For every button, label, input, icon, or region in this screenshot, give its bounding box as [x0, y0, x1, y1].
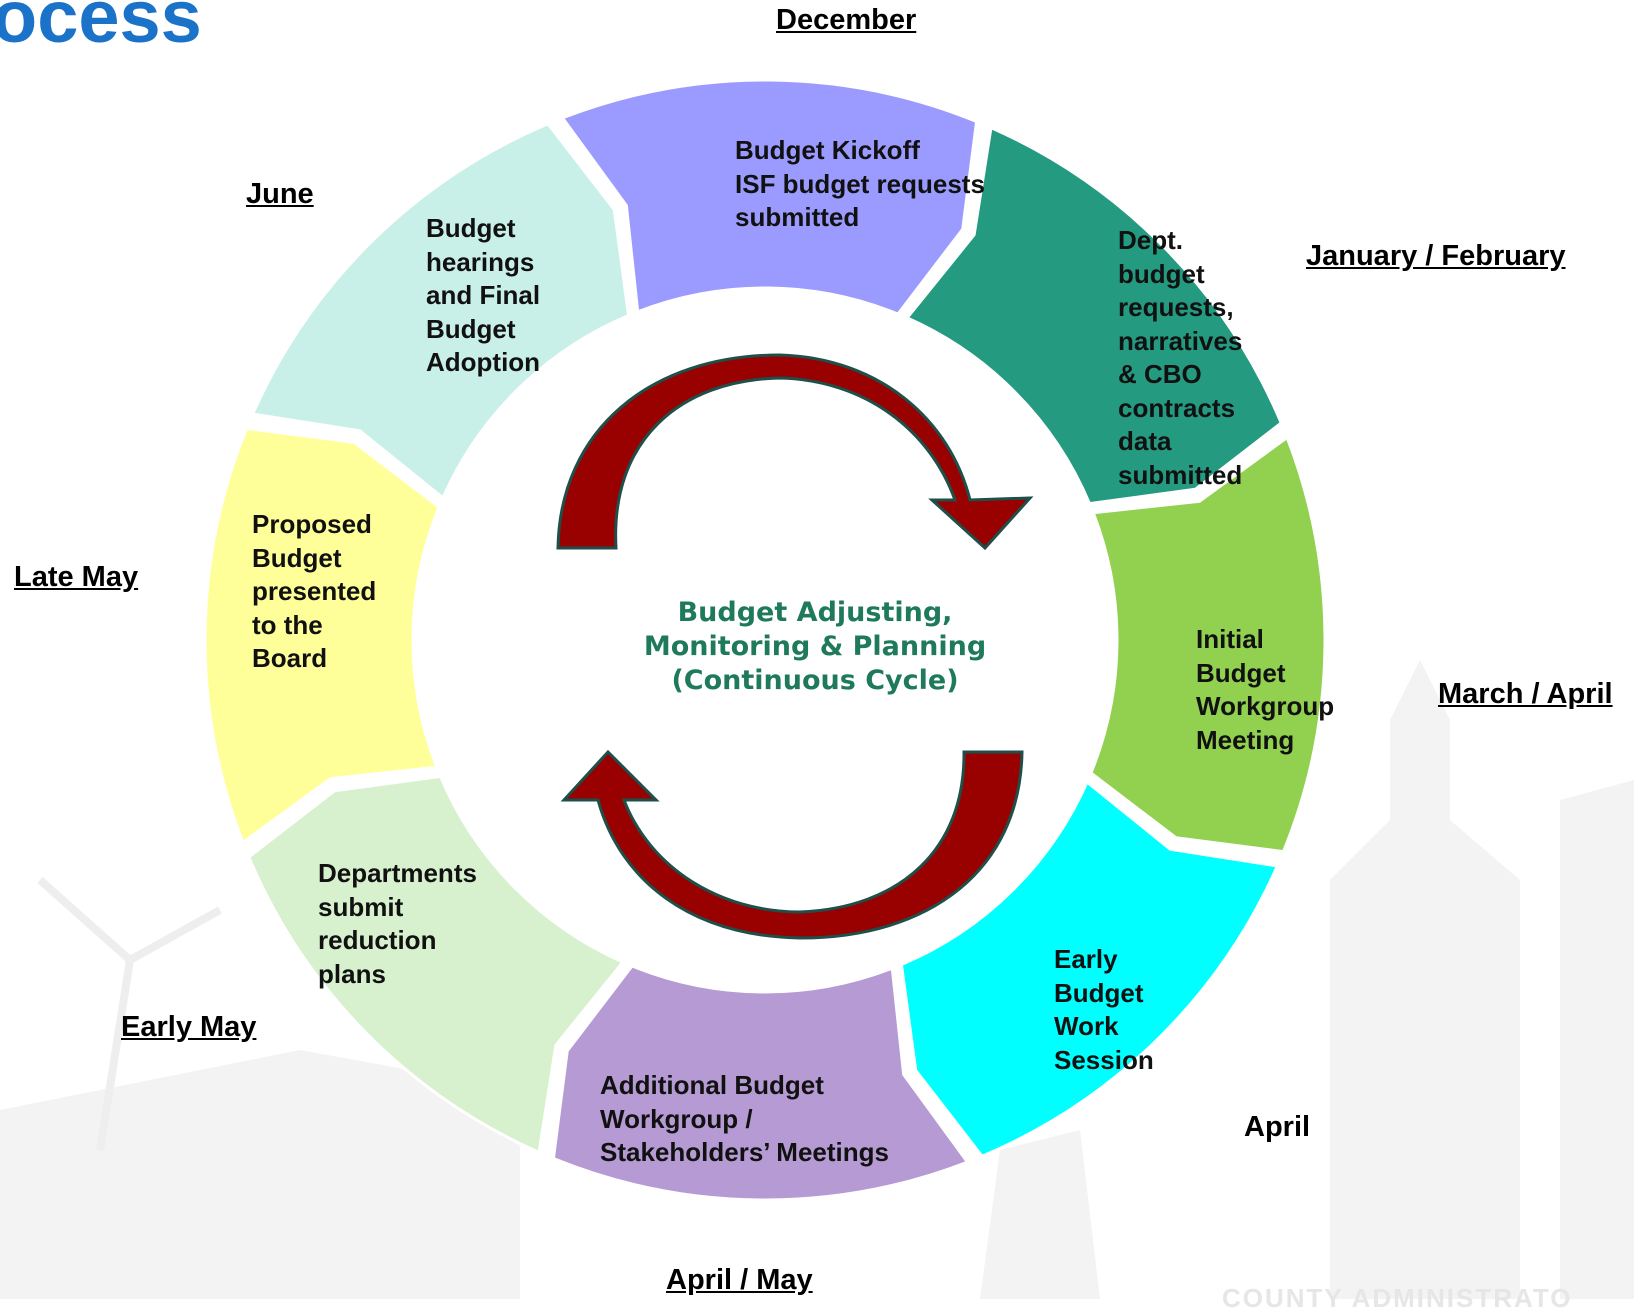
center-label-line-1: Budget Adjusting, — [677, 597, 953, 628]
month-label-early-work-session: April — [1244, 1111, 1311, 1143]
segment-text-additional-workgroup: Additional Budget Workgroup / Stakeholde… — [600, 1070, 889, 1167]
center-label-line-2: Monitoring & Planning — [643, 631, 987, 662]
month-label-dept-requests: January / February — [1306, 240, 1566, 272]
segment-budget-kickoff — [560, 78, 979, 316]
page-title: ocess — [0, 0, 202, 58]
segment-text-budget-hearings: Budget hearings and Final Budget Adoptio… — [426, 213, 541, 377]
segment-budget-hearings — [250, 121, 631, 501]
center-label-line-3: (Continuous Cycle) — [671, 665, 959, 696]
month-label-reduction-plans: Early May — [121, 1011, 257, 1043]
segment-text-proposed-budget: Proposed Budget presented to the Board — [252, 509, 377, 673]
month-label-budget-hearings: June — [246, 178, 314, 210]
center-label: Budget Adjusting, Monitoring & Planning … — [600, 596, 1030, 698]
segment-additional-workgroup — [551, 964, 970, 1202]
month-label-additional-workgroup: April / May — [666, 1264, 813, 1296]
month-label-budget-kickoff: December — [776, 4, 917, 36]
segment-initial-workgroup — [1089, 435, 1327, 854]
segment-reduction-plans — [246, 774, 626, 1155]
segment-proposed-budget — [203, 426, 441, 845]
month-label-proposed-budget: Late May — [14, 561, 139, 593]
segment-text-reduction-plans: Departments submit reduction plans — [318, 858, 477, 989]
segment-text-dept-requests: Dept. budget requests, narratives & CBO … — [1118, 225, 1243, 490]
bottom-cycle-arrow — [560, 749, 1024, 940]
month-label-initial-workgroup: March / April — [1438, 678, 1613, 710]
segment-text-initial-workgroup: Initial Budget Workgroup Meeting — [1196, 624, 1335, 755]
segment-early-work-session — [899, 779, 1280, 1159]
segment-text-budget-kickoff: Budget Kickoff ISF budget requests submi… — [735, 135, 985, 232]
segment-text-early-work-session: Early Budget Work Session — [1054, 944, 1154, 1075]
top-cycle-arrow — [556, 353, 1034, 551]
segment-dept-requests — [904, 125, 1284, 506]
